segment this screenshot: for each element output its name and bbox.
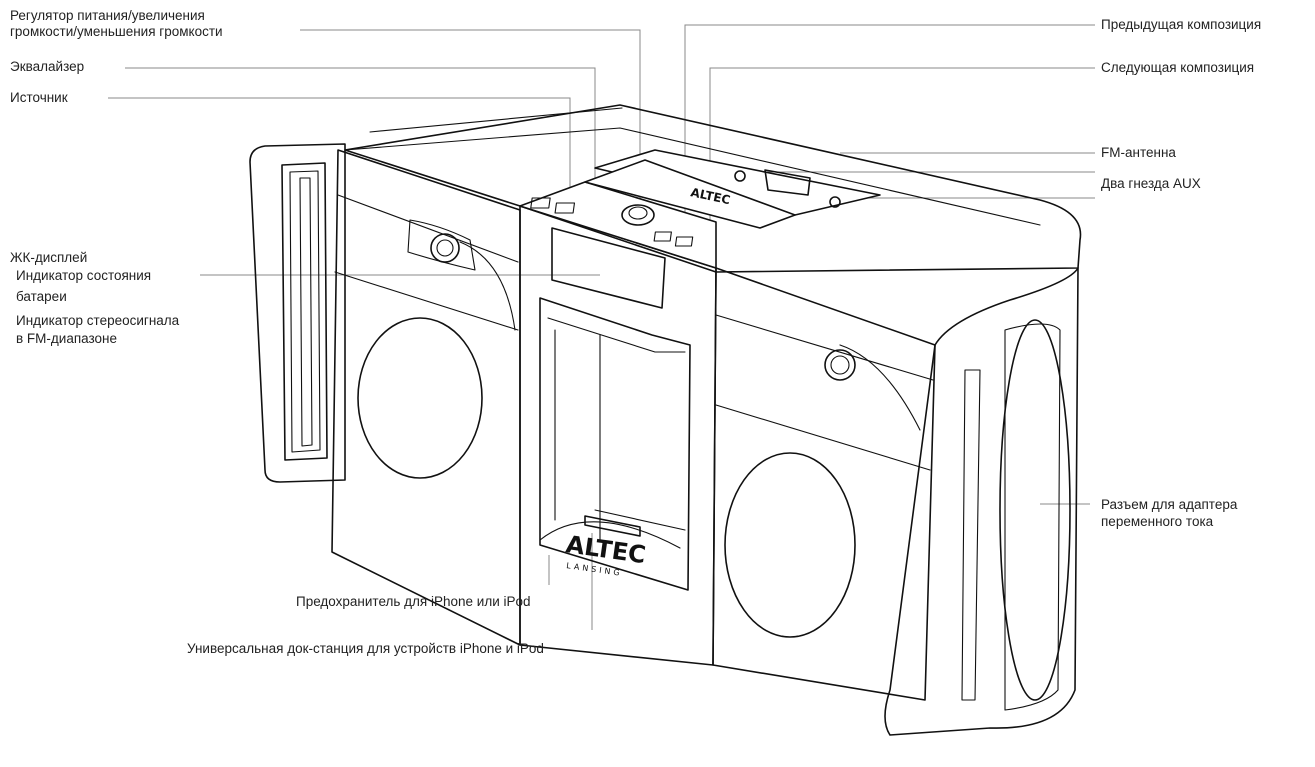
left-tweeter xyxy=(430,233,460,263)
label-protector: Предохранитель для iPhone или iPod xyxy=(296,594,531,609)
label-battery-2: батареи xyxy=(16,289,67,304)
left-handle xyxy=(249,143,346,483)
center-column: ALTEC LANSING xyxy=(519,181,717,666)
right-tweeter xyxy=(824,349,856,381)
fm-antenna-handle[interactable] xyxy=(764,169,811,196)
label-equalizer: Эквалайзер xyxy=(10,59,85,74)
dock-connector xyxy=(584,515,641,537)
callout-equalizer xyxy=(125,67,596,198)
aux-jack-1[interactable] xyxy=(734,170,746,182)
side-passive-radiator xyxy=(999,319,1071,701)
label-prev-track: Предыдущая композиция xyxy=(1101,17,1262,32)
label-power-volume-2: громкости/уменьшения громкости xyxy=(10,24,223,39)
label-lcd: ЖК-дисплей xyxy=(10,250,88,265)
top-surface xyxy=(344,104,1082,273)
right-side-panel xyxy=(884,267,1079,736)
callout-source xyxy=(108,97,571,198)
label-next-track: Следующая композиция xyxy=(1101,60,1255,75)
equalizer-button[interactable] xyxy=(554,202,576,214)
label-aux: Два гнезда AUX xyxy=(1101,176,1201,191)
right-woofer xyxy=(724,452,856,638)
callout-power xyxy=(300,29,641,205)
label-fm-antenna: FM-антенна xyxy=(1101,145,1176,160)
label-stereo-1: Индикатор стереосигнала xyxy=(16,313,180,328)
power-volume-knob[interactable] xyxy=(621,204,655,226)
right-front-face xyxy=(712,267,936,701)
callout-lines xyxy=(108,24,1095,630)
next-track-button[interactable] xyxy=(674,236,694,247)
source-button[interactable] xyxy=(530,197,551,209)
label-battery-1: Индикатор состояния xyxy=(16,268,152,283)
top-rear-module: ALTEC xyxy=(584,149,881,229)
lcd-display xyxy=(551,227,666,309)
aux-jack-2[interactable] xyxy=(829,196,841,208)
left-woofer xyxy=(357,317,483,479)
label-stereo-2: в FM-диапазоне xyxy=(16,331,118,346)
left-front-face xyxy=(331,149,521,646)
label-source: Источник xyxy=(10,90,68,105)
label-power-volume-1: Регулятор питания/увеличения xyxy=(10,8,205,23)
label-ac-1: Разъем для адаптера xyxy=(1101,497,1238,512)
label-dock: Универсальная док-станция для устройств … xyxy=(187,641,544,656)
label-ac-2: переменного тока xyxy=(1101,514,1214,529)
prev-track-button[interactable] xyxy=(653,231,672,242)
